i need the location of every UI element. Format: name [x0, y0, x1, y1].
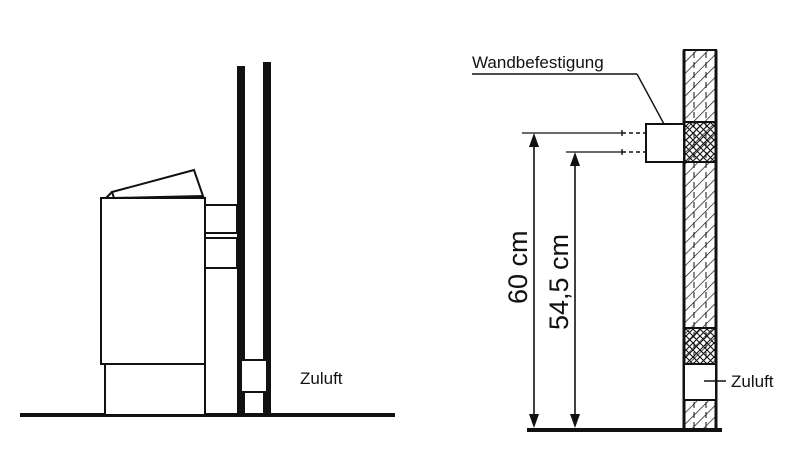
heater-lid: [110, 168, 205, 200]
dimension-60cm: [529, 133, 539, 428]
sauna-heater: [100, 168, 206, 416]
left-supply-air-label: Zuluft: [300, 369, 343, 388]
right-side-view: 60 cm 54,5 cm Wandbefestigung Zuluft: [472, 49, 774, 432]
dimension-60cm-label: 60 cm: [503, 230, 533, 304]
left-wall-brackets: [204, 204, 238, 269]
right-supply-air-opening: [683, 363, 717, 401]
right-supply-air-label: Zuluft: [731, 372, 774, 391]
mount-screws: [621, 130, 646, 155]
upper-mounting-block: [683, 121, 717, 163]
left-supply-air-opening: [240, 359, 268, 393]
dimension-54-5cm: [570, 152, 580, 428]
left-wall-duct: [237, 62, 271, 415]
dimension-54-5cm-label: 54,5 cm: [544, 234, 574, 330]
wall-mount-label: Wandbefestigung: [472, 53, 604, 72]
wall-section: [682, 49, 718, 431]
left-side-view: Zuluft: [20, 62, 395, 417]
lower-mounting-block: [683, 327, 717, 365]
wall-mount-bracket: [645, 123, 685, 163]
